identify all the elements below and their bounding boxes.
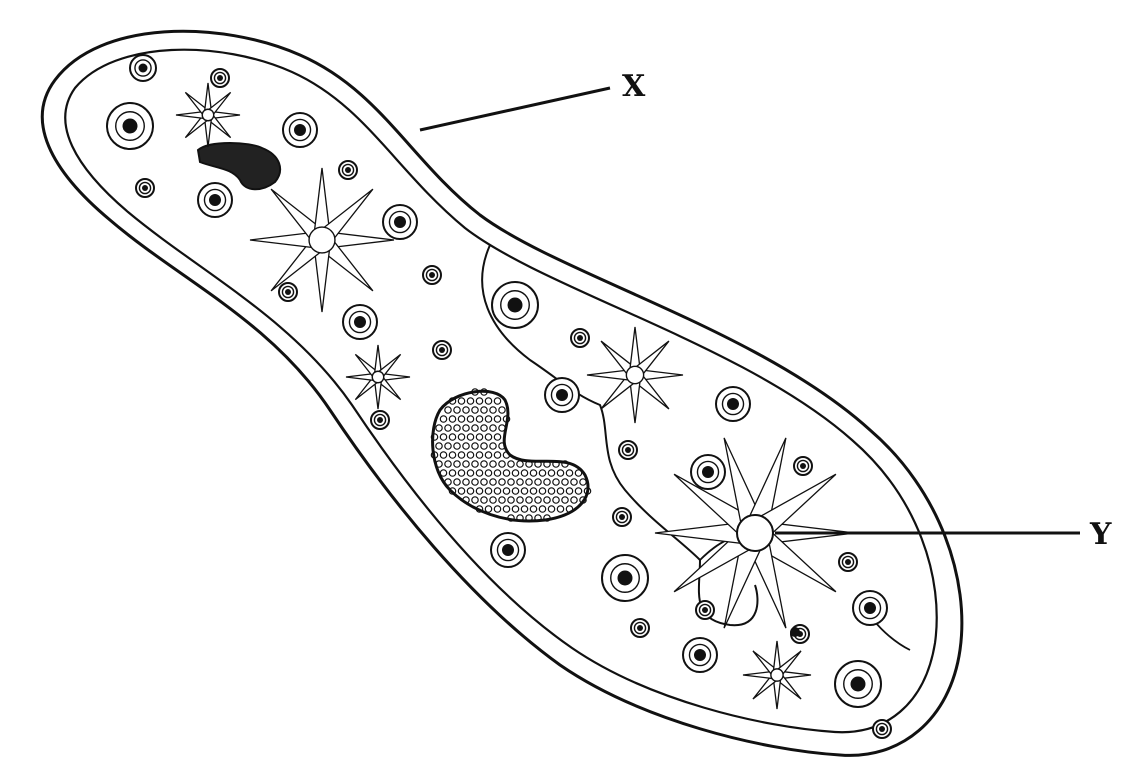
granule (790, 627, 800, 637)
food-vacuole-core (864, 602, 876, 614)
food-vacuole-core (618, 571, 633, 586)
contractile-vacuole-star (743, 641, 811, 709)
food-vacuole-core (294, 124, 306, 136)
food-vacuole-core (354, 316, 366, 328)
food-vacuole-core (217, 75, 223, 81)
food-vacuole-core (439, 347, 445, 353)
label-y: Y (1089, 517, 1112, 552)
food-vacuole-core (577, 335, 583, 341)
food-vacuole-core (394, 216, 406, 228)
food-vacuole-core (702, 607, 708, 613)
food-vacuole-core (845, 559, 851, 565)
food-vacuole-core (209, 194, 221, 206)
food-vacuole-core (345, 167, 351, 173)
label-x-pointer (420, 88, 610, 130)
food-vacuole-core (637, 625, 643, 631)
food-vacuole-core (502, 544, 514, 556)
vacuole-center (309, 227, 335, 253)
contractile-vacuole-star (250, 168, 394, 312)
food-vacuole-core (702, 466, 714, 478)
food-vacuole-core (556, 389, 568, 401)
food-vacuole-core (142, 185, 148, 191)
vacuole-center (202, 109, 214, 121)
food-vacuole-core (123, 119, 138, 134)
food-vacuole-core (139, 64, 148, 73)
contractile-vacuole-star (176, 83, 240, 147)
food-vacuole-core (377, 417, 383, 423)
contractile-vacuole-star (587, 327, 683, 423)
contractile-vacuole-star (346, 345, 410, 409)
food-vacuole-core (800, 463, 806, 469)
food-vacuole-core (879, 726, 885, 732)
contractile-vacuole-center (737, 515, 773, 551)
food-vacuole-core (727, 398, 739, 410)
food-vacuole-core (851, 677, 866, 692)
food-vacuole-core (429, 272, 435, 278)
food-vacuole-core (625, 447, 631, 453)
label-x: X (622, 69, 646, 104)
food-vacuole-core (694, 649, 706, 661)
vacuole-center (372, 371, 384, 383)
food-vacuole-core (619, 514, 625, 520)
food-vacuole-core (508, 298, 523, 313)
food-vacuole-core (285, 289, 291, 295)
vacuole-center (771, 669, 783, 681)
vacuole-center (626, 366, 643, 383)
pellicle-outline (42, 31, 962, 755)
